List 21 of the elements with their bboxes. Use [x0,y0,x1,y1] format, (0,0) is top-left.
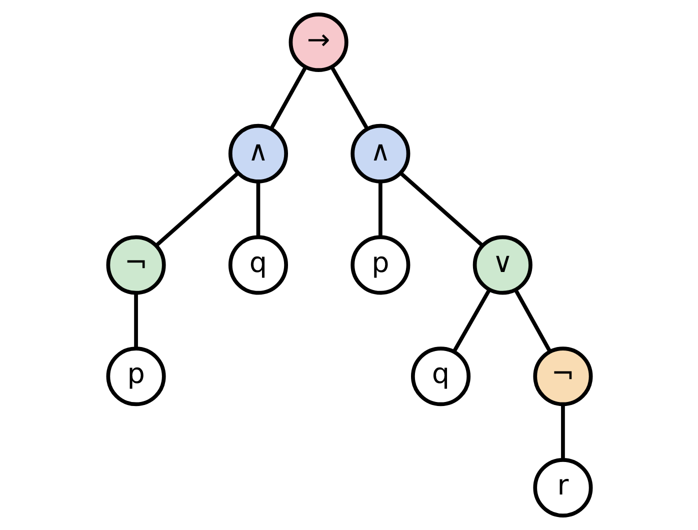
connector [154,172,239,247]
node-circle: → [288,12,348,72]
node-circle: q [228,235,288,295]
node-circle: r [532,458,592,518]
connector [378,182,382,237]
connector [256,182,260,237]
node-circle: p [106,346,166,406]
connector [398,172,484,247]
connector [514,289,552,352]
node-circle: ∧ [228,124,288,184]
node-circle: ∧ [350,124,410,184]
node-circle: p [350,235,410,295]
node-circle: ∨ [472,235,532,295]
node-circle: ¬ [532,346,592,406]
connector [269,66,307,130]
connector [134,293,138,348]
node-circle: q [410,346,470,406]
connector [560,404,564,460]
node-circle: ¬ [106,235,166,295]
connector [452,289,490,352]
connector [330,66,368,130]
